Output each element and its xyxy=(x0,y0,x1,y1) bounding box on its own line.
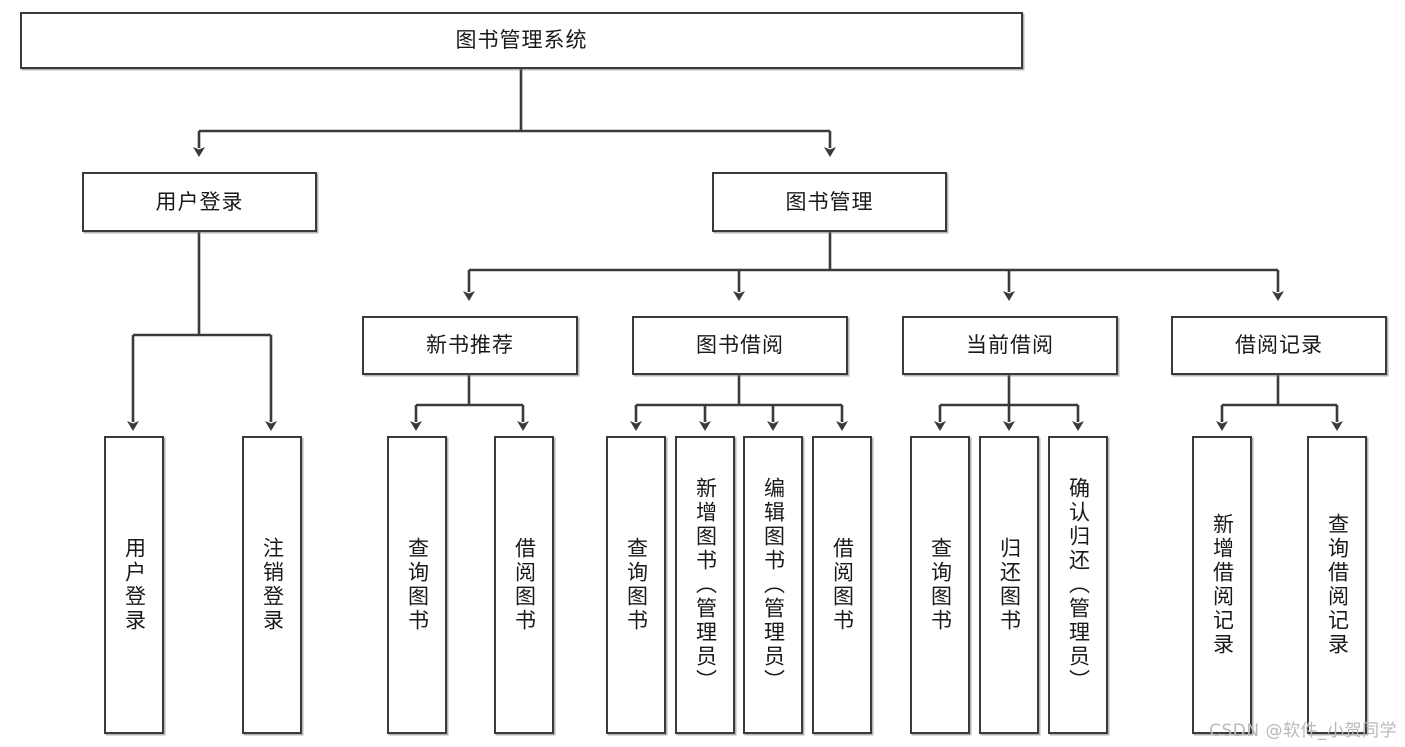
node-label: 图书管理系统 xyxy=(455,28,588,53)
node-label: 查询图书 xyxy=(928,537,953,633)
node-book-management[interactable]: 图书管理 xyxy=(712,172,947,232)
node-leaf-query-borrow-record[interactable]: 查询借阅记录 xyxy=(1307,436,1367,734)
node-label: 图书借阅 xyxy=(696,333,784,358)
node-leaf-return-book[interactable]: 归还图书 xyxy=(979,436,1039,734)
node-root-book-management-system[interactable]: 图书管理系统 xyxy=(20,12,1023,69)
node-leaf-user-login[interactable]: 用户登录 xyxy=(104,436,164,734)
watermark-text: CSDN @软件_小贺同学 xyxy=(1209,721,1397,741)
node-label: 用户登录 xyxy=(155,189,244,214)
node-leaf-edit-book-admin[interactable]: 编辑图书（管理员） xyxy=(743,436,803,734)
node-leaf-query-book-borrow[interactable]: 查询图书 xyxy=(606,436,666,734)
node-label: 查询图书 xyxy=(624,537,649,633)
node-leaf-confirm-return-admin[interactable]: 确认归还（管理员） xyxy=(1048,436,1108,734)
node-label: 查询图书 xyxy=(405,537,430,633)
node-label: 图书管理 xyxy=(785,189,874,214)
node-leaf-logout-login[interactable]: 注销登录 xyxy=(242,436,302,734)
node-label: 归还图书 xyxy=(997,537,1022,633)
node-user-login[interactable]: 用户登录 xyxy=(82,172,317,232)
node-label: 新增图书（管理员） xyxy=(693,477,718,693)
node-new-book-recommend[interactable]: 新书推荐 xyxy=(362,316,578,375)
node-leaf-query-book-recommend[interactable]: 查询图书 xyxy=(387,436,447,734)
node-label: 查询借阅记录 xyxy=(1325,513,1350,657)
node-borrow-record[interactable]: 借阅记录 xyxy=(1171,316,1387,375)
node-leaf-add-borrow-record[interactable]: 新增借阅记录 xyxy=(1192,436,1252,734)
node-label: 确认归还（管理员） xyxy=(1066,477,1091,693)
node-label: 新增借阅记录 xyxy=(1210,513,1235,657)
node-label: 新书推荐 xyxy=(426,333,514,358)
node-label: 借阅记录 xyxy=(1235,333,1323,358)
node-leaf-borrow-book-recommend[interactable]: 借阅图书 xyxy=(494,436,554,734)
node-label: 注销登录 xyxy=(260,537,285,633)
node-label: 当前借阅 xyxy=(966,333,1054,358)
node-leaf-query-book-current[interactable]: 查询图书 xyxy=(910,436,970,734)
node-label: 借阅图书 xyxy=(830,537,855,633)
node-leaf-add-book-admin[interactable]: 新增图书（管理员） xyxy=(675,436,735,734)
node-book-borrow[interactable]: 图书借阅 xyxy=(632,316,848,375)
node-leaf-borrow-book[interactable]: 借阅图书 xyxy=(812,436,872,734)
node-current-borrow[interactable]: 当前借阅 xyxy=(902,316,1118,375)
node-label: 编辑图书（管理员） xyxy=(761,477,786,693)
node-label: 用户登录 xyxy=(122,537,147,633)
node-label: 借阅图书 xyxy=(512,537,537,633)
